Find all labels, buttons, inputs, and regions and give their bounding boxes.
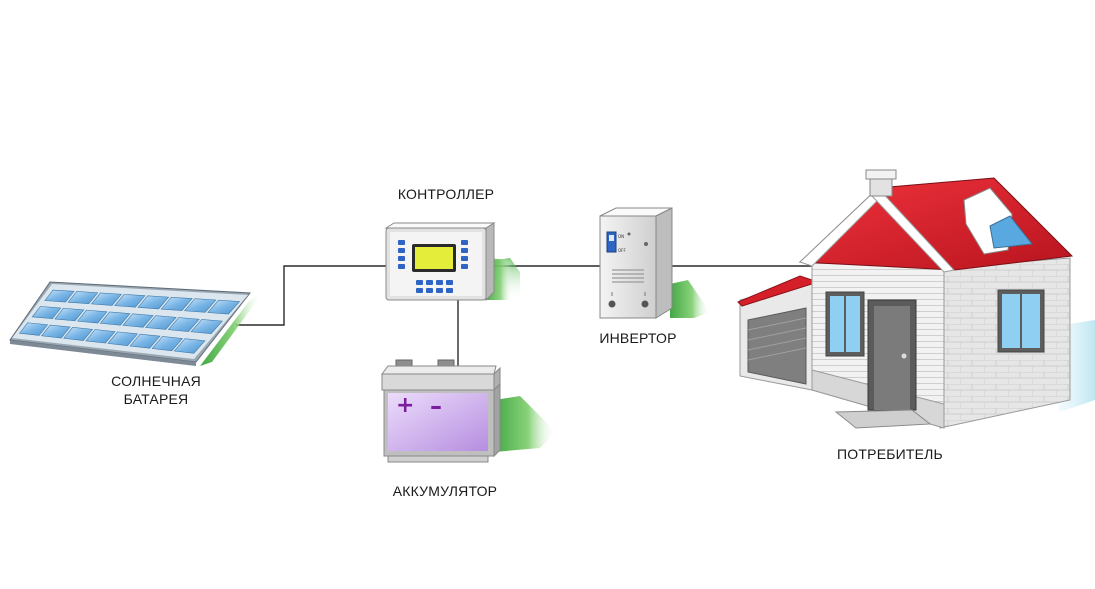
solar-cell <box>207 299 241 315</box>
controller-button <box>461 248 468 253</box>
inverter-icon: ON OFF <box>599 207 710 319</box>
wire-solar-to-controller <box>236 265 390 326</box>
label-solar-line2: БАТАРЕЯ <box>123 391 189 407</box>
label-consumer: ПОТРЕБИТЕЛЬ <box>837 446 943 462</box>
solar-cell <box>122 313 154 328</box>
solar-cell <box>183 298 217 313</box>
controller-icon <box>384 222 520 302</box>
solar-cell <box>63 326 94 341</box>
label-controller: КОНТРОЛЛЕР <box>397 186 495 202</box>
solar-cell <box>44 289 75 303</box>
controller-button <box>446 280 453 285</box>
label-solar-line1: СОЛНЕЧНАЯ <box>111 373 201 389</box>
solar-cell <box>85 329 116 344</box>
solar-cell <box>167 317 200 332</box>
solar-cell <box>90 292 122 306</box>
inverter-switch-on: ON <box>618 234 624 239</box>
controller-button <box>398 248 405 253</box>
solar-cell <box>137 295 170 310</box>
controller-button <box>398 240 405 245</box>
controller-button <box>461 240 468 245</box>
controller-button <box>416 288 423 293</box>
controller-button <box>446 288 453 293</box>
controller-button <box>398 264 405 269</box>
solar-cell <box>54 307 85 322</box>
solar-cell <box>129 333 161 349</box>
battery-icon: + – <box>381 359 556 463</box>
solar-cell <box>18 322 49 336</box>
solar-panel-icon <box>9 281 262 366</box>
solar-cell <box>145 315 177 330</box>
controller-button <box>436 280 443 285</box>
house-icon <box>737 169 1095 429</box>
inverter-switch-off: OFF <box>618 248 626 253</box>
solar-cell <box>151 336 184 352</box>
solar-cell <box>41 324 71 339</box>
solar-cell <box>107 331 139 346</box>
controller-button <box>416 280 423 285</box>
battery-minus-sign: – <box>430 392 442 420</box>
solar-cell <box>173 338 206 354</box>
controller-button <box>461 256 468 261</box>
label-accumulator: АККУМУЛЯТОР <box>392 483 498 499</box>
controller-button <box>436 288 443 293</box>
solar-cell <box>31 306 62 320</box>
controller-button <box>461 264 468 269</box>
wires <box>236 265 812 372</box>
solar-cell <box>114 294 146 308</box>
solar-cell <box>67 291 99 305</box>
controller-button <box>426 288 433 293</box>
label-solar-battery: СОЛНЕЧНАЯ БАТАРЕЯ <box>76 372 236 408</box>
battery-plus-sign: + <box>396 393 414 418</box>
solar-cell <box>99 311 131 326</box>
controller-button <box>398 256 405 261</box>
label-inverter: ИНВЕРТОР <box>599 330 677 346</box>
solar-cell <box>190 319 223 334</box>
solar-cell <box>160 296 193 311</box>
solar-cell <box>77 309 108 324</box>
controller-button <box>426 280 433 285</box>
